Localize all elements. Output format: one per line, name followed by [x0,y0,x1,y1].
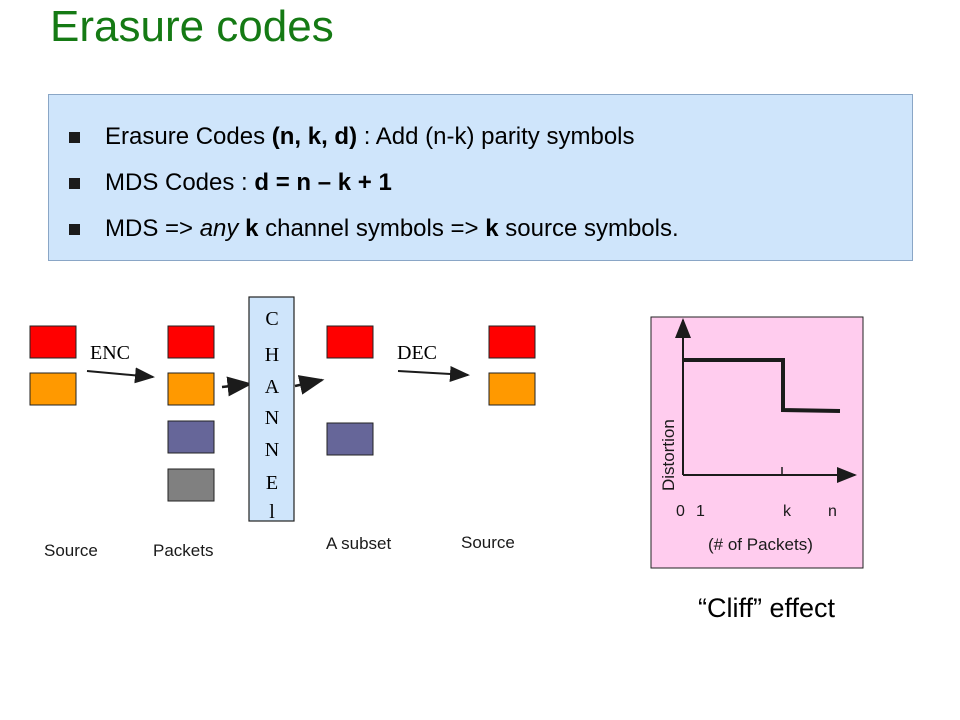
bullet-text: channel symbols => [258,215,486,242]
cliff-effect-caption: “Cliff” effect [698,593,836,623]
bullet-square-icon [69,224,80,235]
output-block-orange [488,372,536,406]
bullet-square-icon [69,178,80,189]
bullet-text: MDS => [105,215,200,242]
dec-arrow [397,365,470,382]
channel-letter: l [269,501,275,523]
output-block-red [488,325,536,359]
graph-tick-n: n [828,503,837,520]
packet-block-orange [167,372,215,406]
caption-subset: A subset [326,534,392,553]
enc-label: ENC [90,342,130,364]
bullet-box: Erasure Codes (n, k, d) : Add (n-k) pari… [48,94,913,261]
bullet-bold: k [485,215,499,242]
subset-block-purple [326,422,374,456]
bullet-text: : Add (n-k) parity symbols [357,123,635,150]
bullet-bold: (n, k, d) [271,123,358,150]
channel-letter: N [265,439,279,461]
graph-tick-k: k [783,503,792,520]
caption-packets: Packets [153,541,214,560]
packet-block-gray [167,468,215,502]
bullet-text: MDS Codes : [105,169,255,196]
page-title: Erasure codes [50,2,334,51]
graph-y-label: Distortion [659,419,678,491]
bullet-bold: d = n – k + 1 [254,169,392,196]
bullet-text: Erasure Codes [105,123,272,150]
channel-out-arrow [294,375,325,395]
graph-x-label: (# of Packets) [708,535,813,554]
channel-letter: C [265,308,278,330]
enc-arrow [86,367,155,384]
channel-box [248,296,295,522]
bullet-bold: k [245,215,259,242]
graph-tick-0: 0 [676,503,685,520]
subset-block-red [326,325,374,359]
source-block-red [29,325,77,359]
dec-label: DEC [397,342,437,364]
packet-block-red [167,325,215,359]
bullet-square-icon [69,132,80,143]
source-block-orange [29,372,77,406]
caption-source-left: Source [44,541,98,560]
channel-letter: E [266,472,278,494]
packet-block-purple [167,420,215,454]
bullet-text: source symbols. [498,215,679,242]
bullet-italic: any [199,215,239,242]
channel-in-arrow [221,376,253,397]
distortion-step-curve [684,358,841,413]
channel-letter: H [265,344,279,366]
channel-letter: N [265,407,279,429]
channel-letter: A [265,376,280,398]
caption-source-right: Source [461,533,515,552]
graph-tick-1: 1 [696,503,705,520]
